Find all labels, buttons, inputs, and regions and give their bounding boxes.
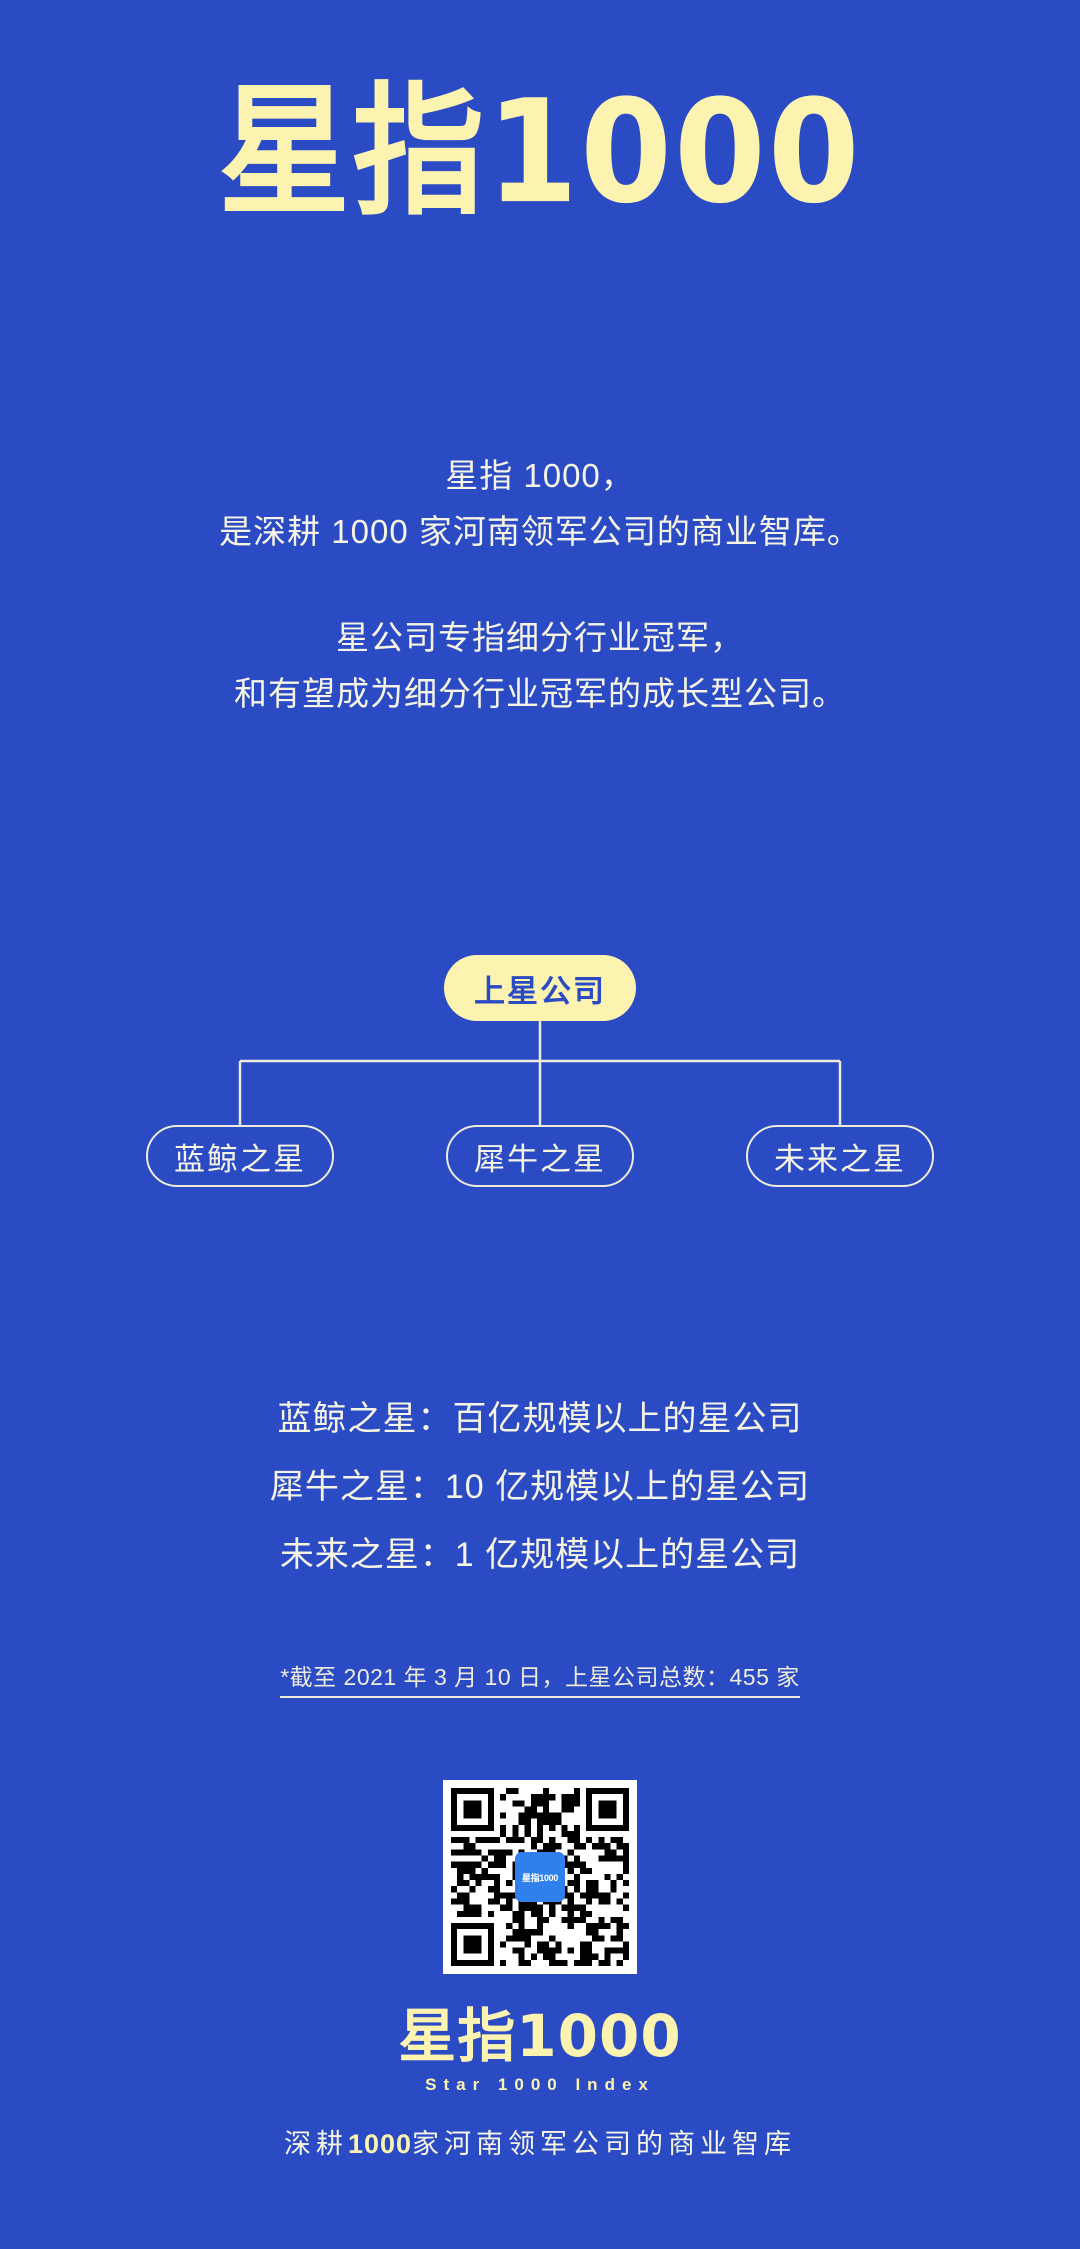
tagline-number: 1000: [347, 2129, 413, 2159]
brand-subtitle: Star 1000 Index: [425, 2074, 655, 2094]
intro-block: 星公司专指细分行业冠军， 和有望成为细分行业冠军的成长型公司。: [0, 610, 1080, 722]
intro-line: 星公司专指细分行业冠军，: [336, 619, 744, 656]
tree-node-child-rhino: 犀牛之星: [446, 1125, 634, 1187]
definition-line-future: 未来之星：1 亿规模以上的星公司: [279, 1536, 801, 1574]
footnote: *截至 2021 年 3 月 10 日，上星公司总数：455 家: [0, 1658, 1080, 1698]
intro-block: 星指 1000， 是深耕 1000 家河南领军公司的商业智库。: [0, 448, 1080, 560]
company-tier-tree: 上星公司 蓝鲸之星 犀牛之星 未来之星: [0, 955, 1080, 1265]
tagline-prefix: 深耕: [283, 2129, 348, 2159]
masthead: 星指1000: [0, 78, 1080, 227]
intro-line: 星指 1000，: [445, 457, 635, 494]
intro-line: 和有望成为细分行业冠军的成长型公司。: [234, 675, 846, 712]
definition-line-blue-whale: 蓝鲸之星：百亿规模以上的星公司: [277, 1400, 803, 1438]
qr-center-logo: 星指1000: [515, 1852, 565, 1902]
tree-node-child-blue-whale: 蓝鲸之星: [146, 1125, 334, 1187]
brand-tagline: 深耕1000家河南领军公司的商业智库: [0, 2122, 1080, 2161]
tagline-suffix: 家河南领军公司的商业智库: [412, 2129, 797, 2159]
tree-node-root: 上星公司: [444, 955, 636, 1021]
definition-line-rhino: 犀牛之星：10 亿规模以上的星公司: [269, 1468, 811, 1506]
footnote-text: *截至 2021 年 3 月 10 日，上星公司总数：455 家: [280, 1658, 800, 1698]
qr-section: 星指1000: [0, 1780, 1080, 1979]
tree-node-child-future: 未来之星: [746, 1125, 934, 1187]
intro-section: 星指 1000， 是深耕 1000 家河南领军公司的商业智库。 星公司专指细分行…: [0, 448, 1080, 722]
tree-root-row: 上星公司: [0, 955, 1080, 1025]
footer-brand: 星指1000 Star 1000 Index: [0, 2002, 1080, 2095]
tier-definitions: 蓝鲸之星：百亿规模以上的星公司 犀牛之星：10 亿规模以上的星公司 未来之星：1…: [0, 1385, 1080, 1589]
tree-connector-lines: [238, 1021, 842, 1125]
page-title: 星指1000: [218, 69, 862, 236]
qr-code[interactable]: 星指1000: [443, 1780, 637, 1974]
tree-children-row: 蓝鲸之星 犀牛之星 未来之星: [0, 1125, 1080, 1195]
intro-line: 是深耕 1000 家河南领军公司的商业智库。: [219, 513, 861, 550]
brand-logo: 星指1000: [398, 2002, 682, 2070]
